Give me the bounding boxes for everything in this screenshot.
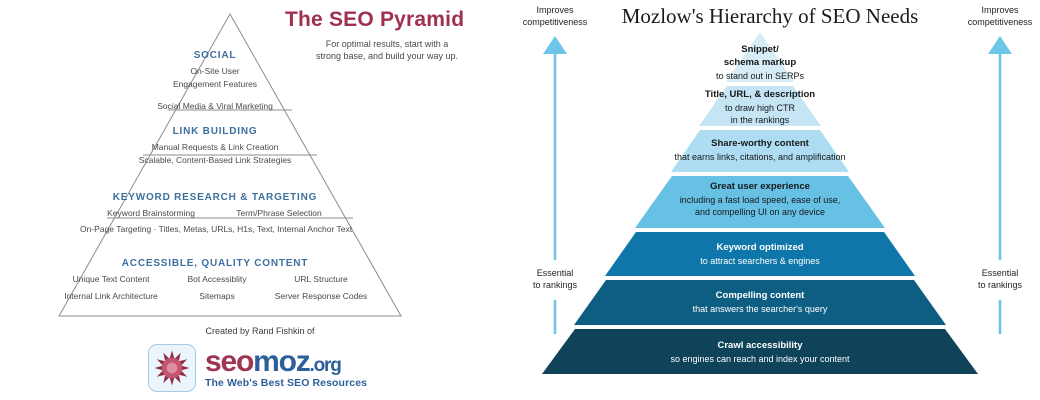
seomoz-wordmark: seomoz.org The Web's Best SEO Resources xyxy=(205,347,367,389)
seo-tier-social-wide-line: Social Media & Viral Marketing xyxy=(157,101,273,111)
seomoz-tagline: The Web's Best SEO Resources xyxy=(205,377,368,390)
seo-pyramid-subtitle: For optimal results, start with a strong… xyxy=(315,39,459,62)
seo-tier-accessible-content-heading: ACCESSIBLE, QUALITY CONTENT xyxy=(121,258,309,269)
right-arrow-bottom-label-line-1: Essential xyxy=(981,268,1019,278)
seo-tier-social-wide: Social Media & Viral Marketing xyxy=(115,100,315,113)
right-arrow-top-label: Improves competitiveness xyxy=(945,4,1040,28)
seo-tier-accessible-r1-c3: URL Structure xyxy=(294,274,348,284)
seo-tier-keyword-col-1: Keyword Brainstorming xyxy=(107,208,195,218)
right-arrow-tail-icon xyxy=(998,300,1002,334)
seo-pyramid-outline xyxy=(58,12,402,317)
mozlow-tier-shape-7 xyxy=(542,329,978,374)
seo-pyramid-title: The SEO Pyramid xyxy=(285,8,465,31)
seo-tier-accessible-r1-c1: Unique Text Content xyxy=(72,274,150,284)
left-arrow-bottom-label-line-1: Essential xyxy=(536,268,574,278)
seo-tier-accessible-r2-c2: Sitemaps xyxy=(199,291,235,302)
seomoz-logo[interactable]: seomoz.org The Web's Best SEO Resources xyxy=(148,344,367,392)
seo-tier-social-line-1: On-Site User xyxy=(190,66,240,76)
left-arrow-tail-icon xyxy=(553,300,557,334)
seo-tier-accessible-content: ACCESSIBLE, QUALITY CONTENT Unique Text … xyxy=(55,258,375,303)
seomoz-starburst-icon xyxy=(148,344,196,392)
mozlow-tier-shape-5 xyxy=(605,232,915,276)
seo-pyramid-credit: Created by Rand Fishkin of xyxy=(205,326,315,336)
seo-tier-link-building-line-2: Scalable, Content-Based Link Strategies xyxy=(138,155,292,166)
left-arrow-top-label: Improves competitiveness xyxy=(500,4,610,28)
right-arrow-bottom-label-line-2: to rankings xyxy=(977,280,1023,291)
left-arrow-top-label-line-2: competitiveness xyxy=(522,17,588,28)
mozlow-tier-shape-1 xyxy=(726,32,794,82)
left-arrow-bottom-label: Essential to rankings xyxy=(500,267,610,291)
left-arrow-bottom-label-line-2: to rankings xyxy=(532,280,578,291)
seo-tier-link-building-line-1: Manual Requests & Link Creation xyxy=(151,142,279,152)
seo-tier-social: SOCIAL On-Site User Engagement Features xyxy=(125,50,305,91)
seo-pyramid-panel: The SEO Pyramid For optimal results, sta… xyxy=(0,0,480,400)
right-arrow-icon xyxy=(988,36,1012,260)
right-arrow-top-label-line-1: Improves xyxy=(981,5,1019,15)
left-arrow-top-label-line-1: Improves xyxy=(536,5,574,15)
seo-tier-accessible-r2-c3: Server Response Codes xyxy=(274,291,368,302)
left-arrow-icon xyxy=(543,36,567,260)
right-arrow-bottom-label: Essential to rankings xyxy=(945,267,1040,291)
right-arrow-top-label-line-2: competitiveness xyxy=(967,17,1033,28)
seo-tier-keyword-wide-line: On-Page Targeting · Titles, Metas, URLs,… xyxy=(80,224,353,235)
mozlow-tier-shape-4 xyxy=(635,176,885,228)
seomoz-word-org: .org xyxy=(309,355,342,377)
seo-tier-keyword-research: KEYWORD RESEARCH & TARGETING Keyword Bra… xyxy=(80,192,353,236)
seo-tier-keyword-research-heading: KEYWORD RESEARCH & TARGETING xyxy=(112,192,318,203)
mozlow-tier-shape-3 xyxy=(671,130,849,172)
seo-tier-social-heading: SOCIAL xyxy=(193,50,237,61)
seomoz-word-seo: seo xyxy=(205,345,254,379)
seo-tier-link-building-heading: LINK BUILDING xyxy=(172,126,258,137)
seo-tier-accessible-r1-c2: Bot Accessiblity xyxy=(187,274,247,284)
mozlow-title: Mozlow's Hierarchy of SEO Needs xyxy=(621,4,919,28)
seo-tier-keyword-col-2: Term/Phrase Selection xyxy=(236,208,322,218)
seo-tier-link-building: LINK BUILDING Manual Requests & Link Cre… xyxy=(105,126,325,167)
right-competitiveness-arrow: Improves competitiveness Essential to ra… xyxy=(945,0,1040,400)
mozlow-tier-shape-2 xyxy=(699,86,821,126)
seo-tier-accessible-r2-c1: Internal Link Architecture xyxy=(64,291,158,302)
seomoz-word-moz: moz xyxy=(253,345,311,379)
mozlow-pyramid-shapes xyxy=(542,32,978,374)
mozlow-tier-shape-6 xyxy=(574,280,946,325)
left-competitiveness-arrow: Improves competitiveness Essential to ra… xyxy=(500,0,610,400)
seo-tier-social-line-2: Engagement Features xyxy=(172,79,258,90)
